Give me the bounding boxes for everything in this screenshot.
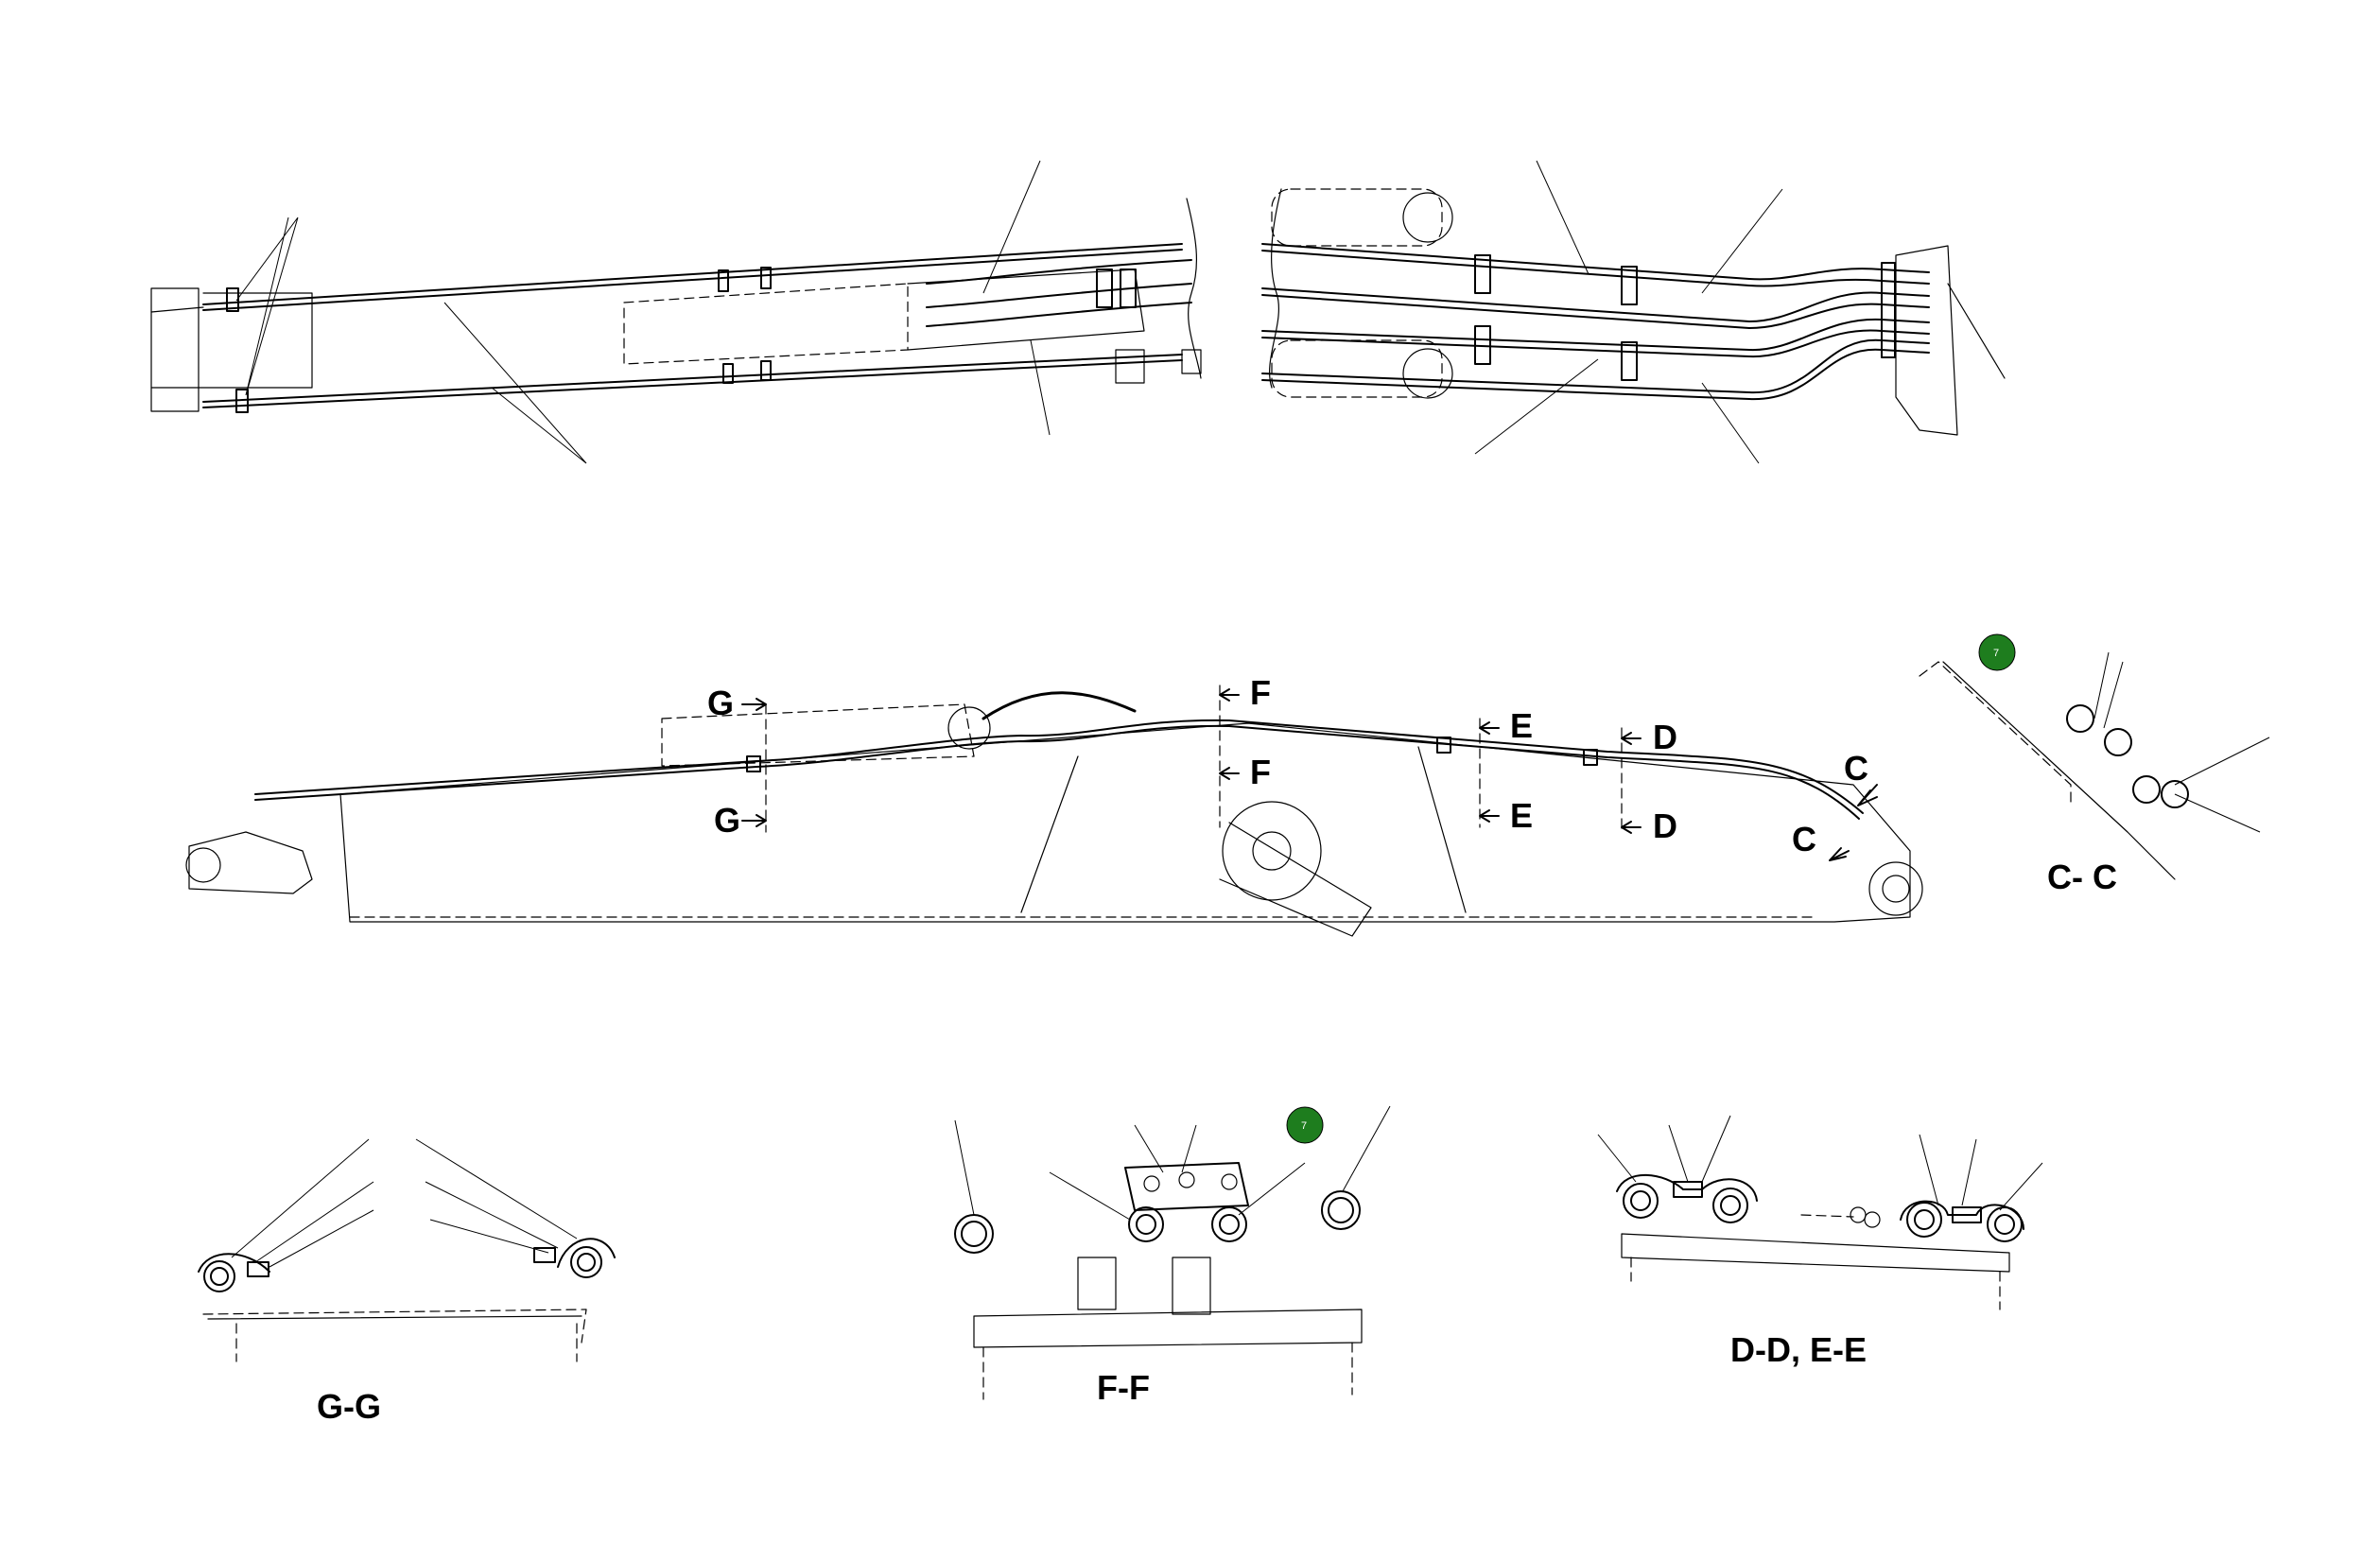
callout-badge [1978, 633, 2016, 671]
cut-mark-g-top: G [707, 684, 734, 722]
section-title-d-d-e-e: D-D, E-E [1730, 1330, 1867, 1369]
callout-badge-number: 7 [1993, 648, 1999, 659]
top-view-left [150, 160, 1202, 464]
section-title-g-g: G-G [317, 1387, 381, 1426]
boom-end-block [150, 287, 200, 412]
cut-mark-d-top: D [1653, 718, 1677, 756]
callout-badge-number: 7 [1301, 1120, 1307, 1132]
section-g-g: G-G [198, 1138, 616, 1426]
cut-marks: G G F F E E D D C C [707, 673, 1878, 861]
cut-mark-f-top: F [1250, 673, 1271, 712]
cut-mark-d-bottom: D [1653, 806, 1677, 845]
section-title-c-c: C- C [2047, 858, 2117, 896]
side-pipe-upper [254, 719, 1864, 814]
cut-mark-f-bottom: F [1250, 753, 1271, 791]
cut-mark-e-bottom: E [1510, 796, 1533, 835]
cut-mark-e-top: E [1510, 706, 1533, 745]
section-c-c: 7 C- C [1919, 633, 2270, 896]
section-f-f: 7 F-F [954, 1105, 1391, 1407]
section-d-d-e-e: D-D, E-E [1597, 1115, 2043, 1369]
top-view-right [1261, 160, 2006, 464]
callout-badge [1286, 1106, 1324, 1144]
side-view-boom [185, 685, 1923, 937]
cut-mark-c-top: C [1844, 749, 1868, 788]
cut-mark-c-bottom: C [1792, 820, 1816, 858]
cut-mark-g-bottom: G [714, 801, 740, 840]
upper-pipe-left [202, 243, 1183, 305]
section-title-f-f: F-F [1097, 1368, 1150, 1407]
lower-pipe-left [202, 354, 1183, 403]
